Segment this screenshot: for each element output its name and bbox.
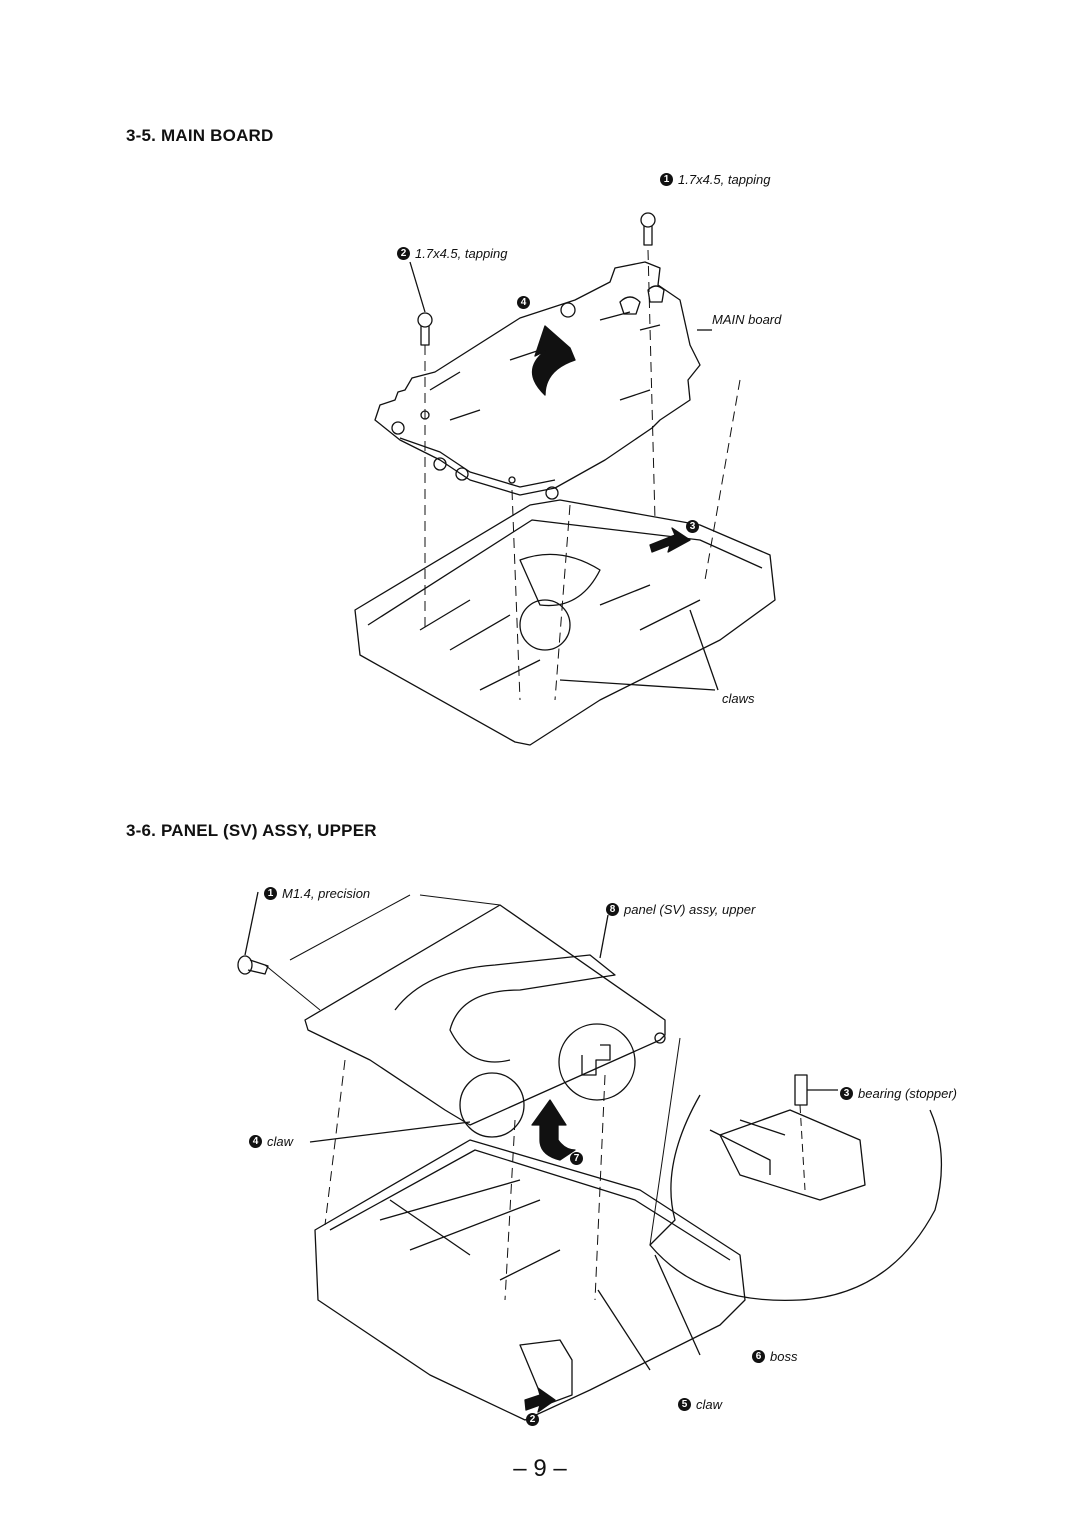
section-heading-main-board: 3-5. MAIN BOARD xyxy=(126,126,274,145)
lower-chassis xyxy=(314,1139,746,1421)
callout-boss: 6 boss xyxy=(752,1349,797,1364)
screw-m14-icon xyxy=(237,955,269,975)
detail-circle-boss xyxy=(558,1023,636,1101)
push-arrow-icon xyxy=(649,527,691,553)
callout-step-2: 2 xyxy=(526,1413,539,1426)
callout-label: boss xyxy=(770,1349,798,1364)
callout-step-4: 4 xyxy=(517,296,530,309)
callout-label: MAIN board xyxy=(712,312,782,327)
step-number-badge: 3 xyxy=(686,520,699,533)
screw-1-icon xyxy=(640,212,656,246)
step-number-badge: 2 xyxy=(526,1413,539,1426)
callout-label: bearing (stopper) xyxy=(858,1086,957,1101)
detail-circle-claw xyxy=(459,1072,525,1138)
callout-label: claws xyxy=(722,691,755,706)
callout-label: 1.7x4.5, tapping xyxy=(678,172,771,187)
step-number-badge: 4 xyxy=(517,296,530,309)
callout-claw-5: 5 claw xyxy=(678,1397,722,1412)
callout-claw-4: 4 claw xyxy=(249,1134,293,1149)
push-arrow-icon xyxy=(524,1387,556,1413)
callout-step-3: 3 xyxy=(686,520,699,533)
main-board-plate xyxy=(374,261,701,496)
step-number-badge: 5 xyxy=(678,1398,691,1411)
callout-screw-2: 2 1.7x4.5, tapping xyxy=(397,246,508,261)
callout-screw-1: 1 1.7x4.5, tapping xyxy=(660,172,771,187)
base-chassis xyxy=(354,499,776,746)
callout-screw-m14: 1 M1.4, precision xyxy=(264,886,370,901)
upper-panel xyxy=(304,904,666,1126)
step-number-badge: 7 xyxy=(570,1152,583,1165)
callout-step-7: 7 xyxy=(570,1152,583,1165)
callout-label: panel (SV) assy, upper xyxy=(624,902,756,917)
step-number-badge: 8 xyxy=(606,903,619,916)
step-number-badge: 6 xyxy=(752,1350,765,1363)
callout-label: M1.4, precision xyxy=(282,886,371,901)
callout-label: 1.7x4.5, tapping xyxy=(415,246,508,261)
step-number-badge: 1 xyxy=(264,887,277,900)
callout-panel-sv-assy-upper: 8 panel (SV) assy, upper xyxy=(606,902,755,917)
callout-bearing-stopper: 3 bearing (stopper) xyxy=(840,1086,957,1101)
section-heading-panel-sv-assy-upper: 3-6. PANEL (SV) ASSY, UPPER xyxy=(126,821,377,840)
step-number-badge: 2 xyxy=(397,247,410,260)
callout-label: claw xyxy=(267,1134,294,1149)
page-number: – 9 – xyxy=(513,1455,567,1482)
callout-main-board: MAIN board xyxy=(712,312,781,327)
step-number-badge: 3 xyxy=(840,1087,853,1100)
step-number-badge: 1 xyxy=(660,173,673,186)
callout-claws: claws xyxy=(722,691,755,706)
callout-label: claw xyxy=(696,1397,723,1412)
lift-arrow-icon xyxy=(531,325,576,396)
lift-arrow-icon xyxy=(531,1099,576,1161)
step-number-badge: 4 xyxy=(249,1135,262,1148)
